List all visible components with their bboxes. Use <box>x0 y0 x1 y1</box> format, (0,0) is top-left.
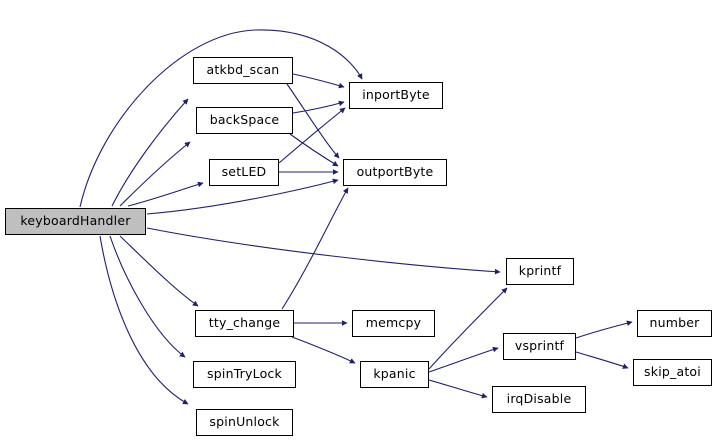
graph-node-label: tty_change <box>208 315 281 331</box>
graph-node-label: setLED <box>221 164 267 180</box>
graph-edge <box>428 287 508 370</box>
graph-edge <box>289 133 339 167</box>
graph-node-label: spinUnlock <box>209 414 280 430</box>
graph-edge <box>127 181 204 207</box>
graph-edge <box>99 235 189 405</box>
graph-node-label: kprintf <box>518 263 562 279</box>
graph-edge <box>281 187 349 310</box>
graph-node-label: irqDisable <box>506 391 572 407</box>
graph-edge <box>111 98 189 207</box>
graph-node-label: outportByte <box>356 164 434 180</box>
graph-node-label: kpanic <box>373 366 416 382</box>
graph-edge <box>119 235 199 307</box>
graph-node-outportByte[interactable]: outportByte <box>343 159 447 186</box>
graph-node-kprintf[interactable]: kprintf <box>506 258 574 285</box>
graph-edge <box>146 227 501 275</box>
graph-node-label: atkbd_scan <box>206 62 280 78</box>
graph-edge <box>146 178 339 215</box>
graph-node-atkbd_scan[interactable]: atkbd_scan <box>193 57 293 84</box>
graph-node-label: inportByte <box>362 87 430 103</box>
graph-edge <box>575 320 633 339</box>
graph-node-backSpace[interactable]: backSpace <box>196 107 293 134</box>
graph-edge <box>119 141 191 207</box>
graph-node-memcpy[interactable]: memcpy <box>352 310 435 337</box>
graph-node-kpanic[interactable]: kpanic <box>360 361 429 388</box>
graph-node-tty_change[interactable]: tty_change <box>195 310 294 337</box>
graph-edge <box>109 235 186 358</box>
graph-edge <box>291 336 356 364</box>
graph-node-inportByte[interactable]: inportByte <box>349 82 443 109</box>
graph-node-setLED[interactable]: setLED <box>209 159 279 186</box>
graph-node-label: spinTryLock <box>207 366 282 382</box>
graph-node-irqDisable[interactable]: irqDisable <box>492 386 586 413</box>
graph-node-keyboardHandler[interactable]: keyboardHandler <box>5 208 146 235</box>
graph-node-label: vsprintf <box>514 338 565 354</box>
graph-edge <box>286 83 340 159</box>
graph-edge <box>428 346 499 373</box>
graph-edge <box>575 351 629 369</box>
graph-node-number[interactable]: number <box>637 310 712 337</box>
graph-edge <box>278 107 346 164</box>
graph-node-label: number <box>649 315 700 331</box>
graph-edge <box>292 100 345 114</box>
graph-edge <box>428 379 488 399</box>
graph-node-label: memcpy <box>365 315 422 331</box>
graph-edge <box>79 29 363 208</box>
graph-edge <box>292 73 345 89</box>
graph-node-label: skip_atoi <box>644 364 701 380</box>
graph-node-spinUnlock[interactable]: spinUnlock <box>196 409 293 436</box>
graph-node-spinTryLock[interactable]: spinTryLock <box>193 361 296 388</box>
graph-node-skip_atoi[interactable]: skip_atoi <box>633 359 712 386</box>
graph-node-label: backSpace <box>209 112 280 128</box>
graph-node-label: keyboardHandler <box>20 213 131 229</box>
graph-node-vsprintf[interactable]: vsprintf <box>503 333 576 360</box>
